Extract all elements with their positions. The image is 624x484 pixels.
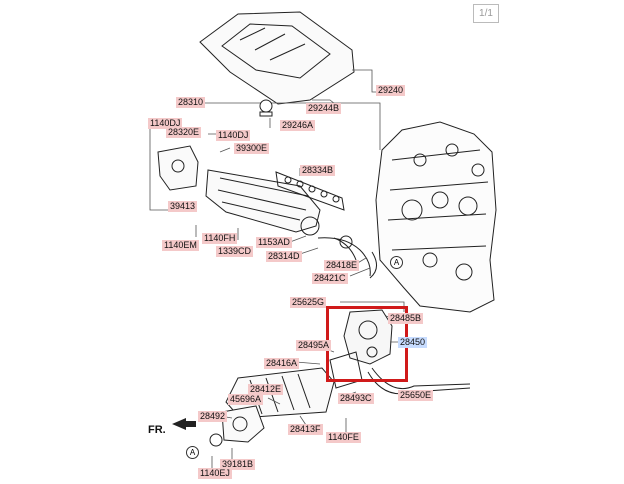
intake-manifold (205, 169, 321, 233)
egr-valve (343, 309, 393, 365)
front-direction-label: FR. (148, 424, 166, 436)
part-label[interactable]: 1140DJ (148, 118, 183, 129)
manifold-gasket (275, 171, 345, 211)
part-label[interactable]: 29246A (280, 120, 316, 131)
part-label[interactable]: 1140FE (326, 432, 361, 443)
part-label[interactable]: 28412E (248, 384, 284, 395)
part-label[interactable]: 1339CD (216, 246, 254, 257)
part-label[interactable]: 1153AD (256, 237, 292, 248)
front-arrow (172, 418, 196, 430)
part-label[interactable]: 28320E (166, 127, 202, 138)
engine-cover (199, 11, 355, 105)
part-label[interactable]: 1140EJ (198, 468, 232, 479)
part-label[interactable]: 28485B (388, 313, 424, 324)
view-marker-a: A (390, 256, 403, 269)
part-label[interactable]: 25650E (398, 390, 434, 401)
part-label[interactable]: 29244B (306, 103, 342, 114)
part-label[interactable]: 1140EM (162, 240, 199, 251)
part-label[interactable]: 1140DJ (216, 130, 251, 141)
part-label[interactable]: 28413F (288, 424, 323, 435)
part-label[interactable]: 28418E (324, 260, 360, 271)
part-label[interactable]: 39181B (220, 459, 256, 470)
part-label[interactable]: 28310 (176, 97, 206, 108)
view-marker-a-lower: A (186, 446, 199, 459)
part-label[interactable]: 28495A (296, 340, 332, 351)
part-label[interactable]: 25625G (290, 297, 327, 308)
page-indicator: 1/1 (473, 4, 499, 23)
throttle-body (157, 145, 199, 191)
part-label[interactable]: 39300E (234, 143, 270, 154)
part-label[interactable]: 39413 (168, 201, 198, 212)
part-label[interactable]: 1140FH (202, 233, 238, 244)
bypass-valve (221, 405, 265, 443)
part-label[interactable]: 28334B (300, 165, 336, 176)
part-label[interactable]: 28421C (312, 273, 348, 284)
part-label[interactable]: 29240 (376, 85, 406, 96)
part-label-selected[interactable]: 28450 (398, 337, 428, 348)
part-label[interactable]: 28493C (338, 393, 374, 404)
part-label[interactable]: 45696A (228, 394, 264, 405)
part-label[interactable]: 28314D (266, 251, 302, 262)
part-label[interactable]: 28492 (198, 411, 228, 422)
part-label[interactable]: 28416A (264, 358, 300, 369)
